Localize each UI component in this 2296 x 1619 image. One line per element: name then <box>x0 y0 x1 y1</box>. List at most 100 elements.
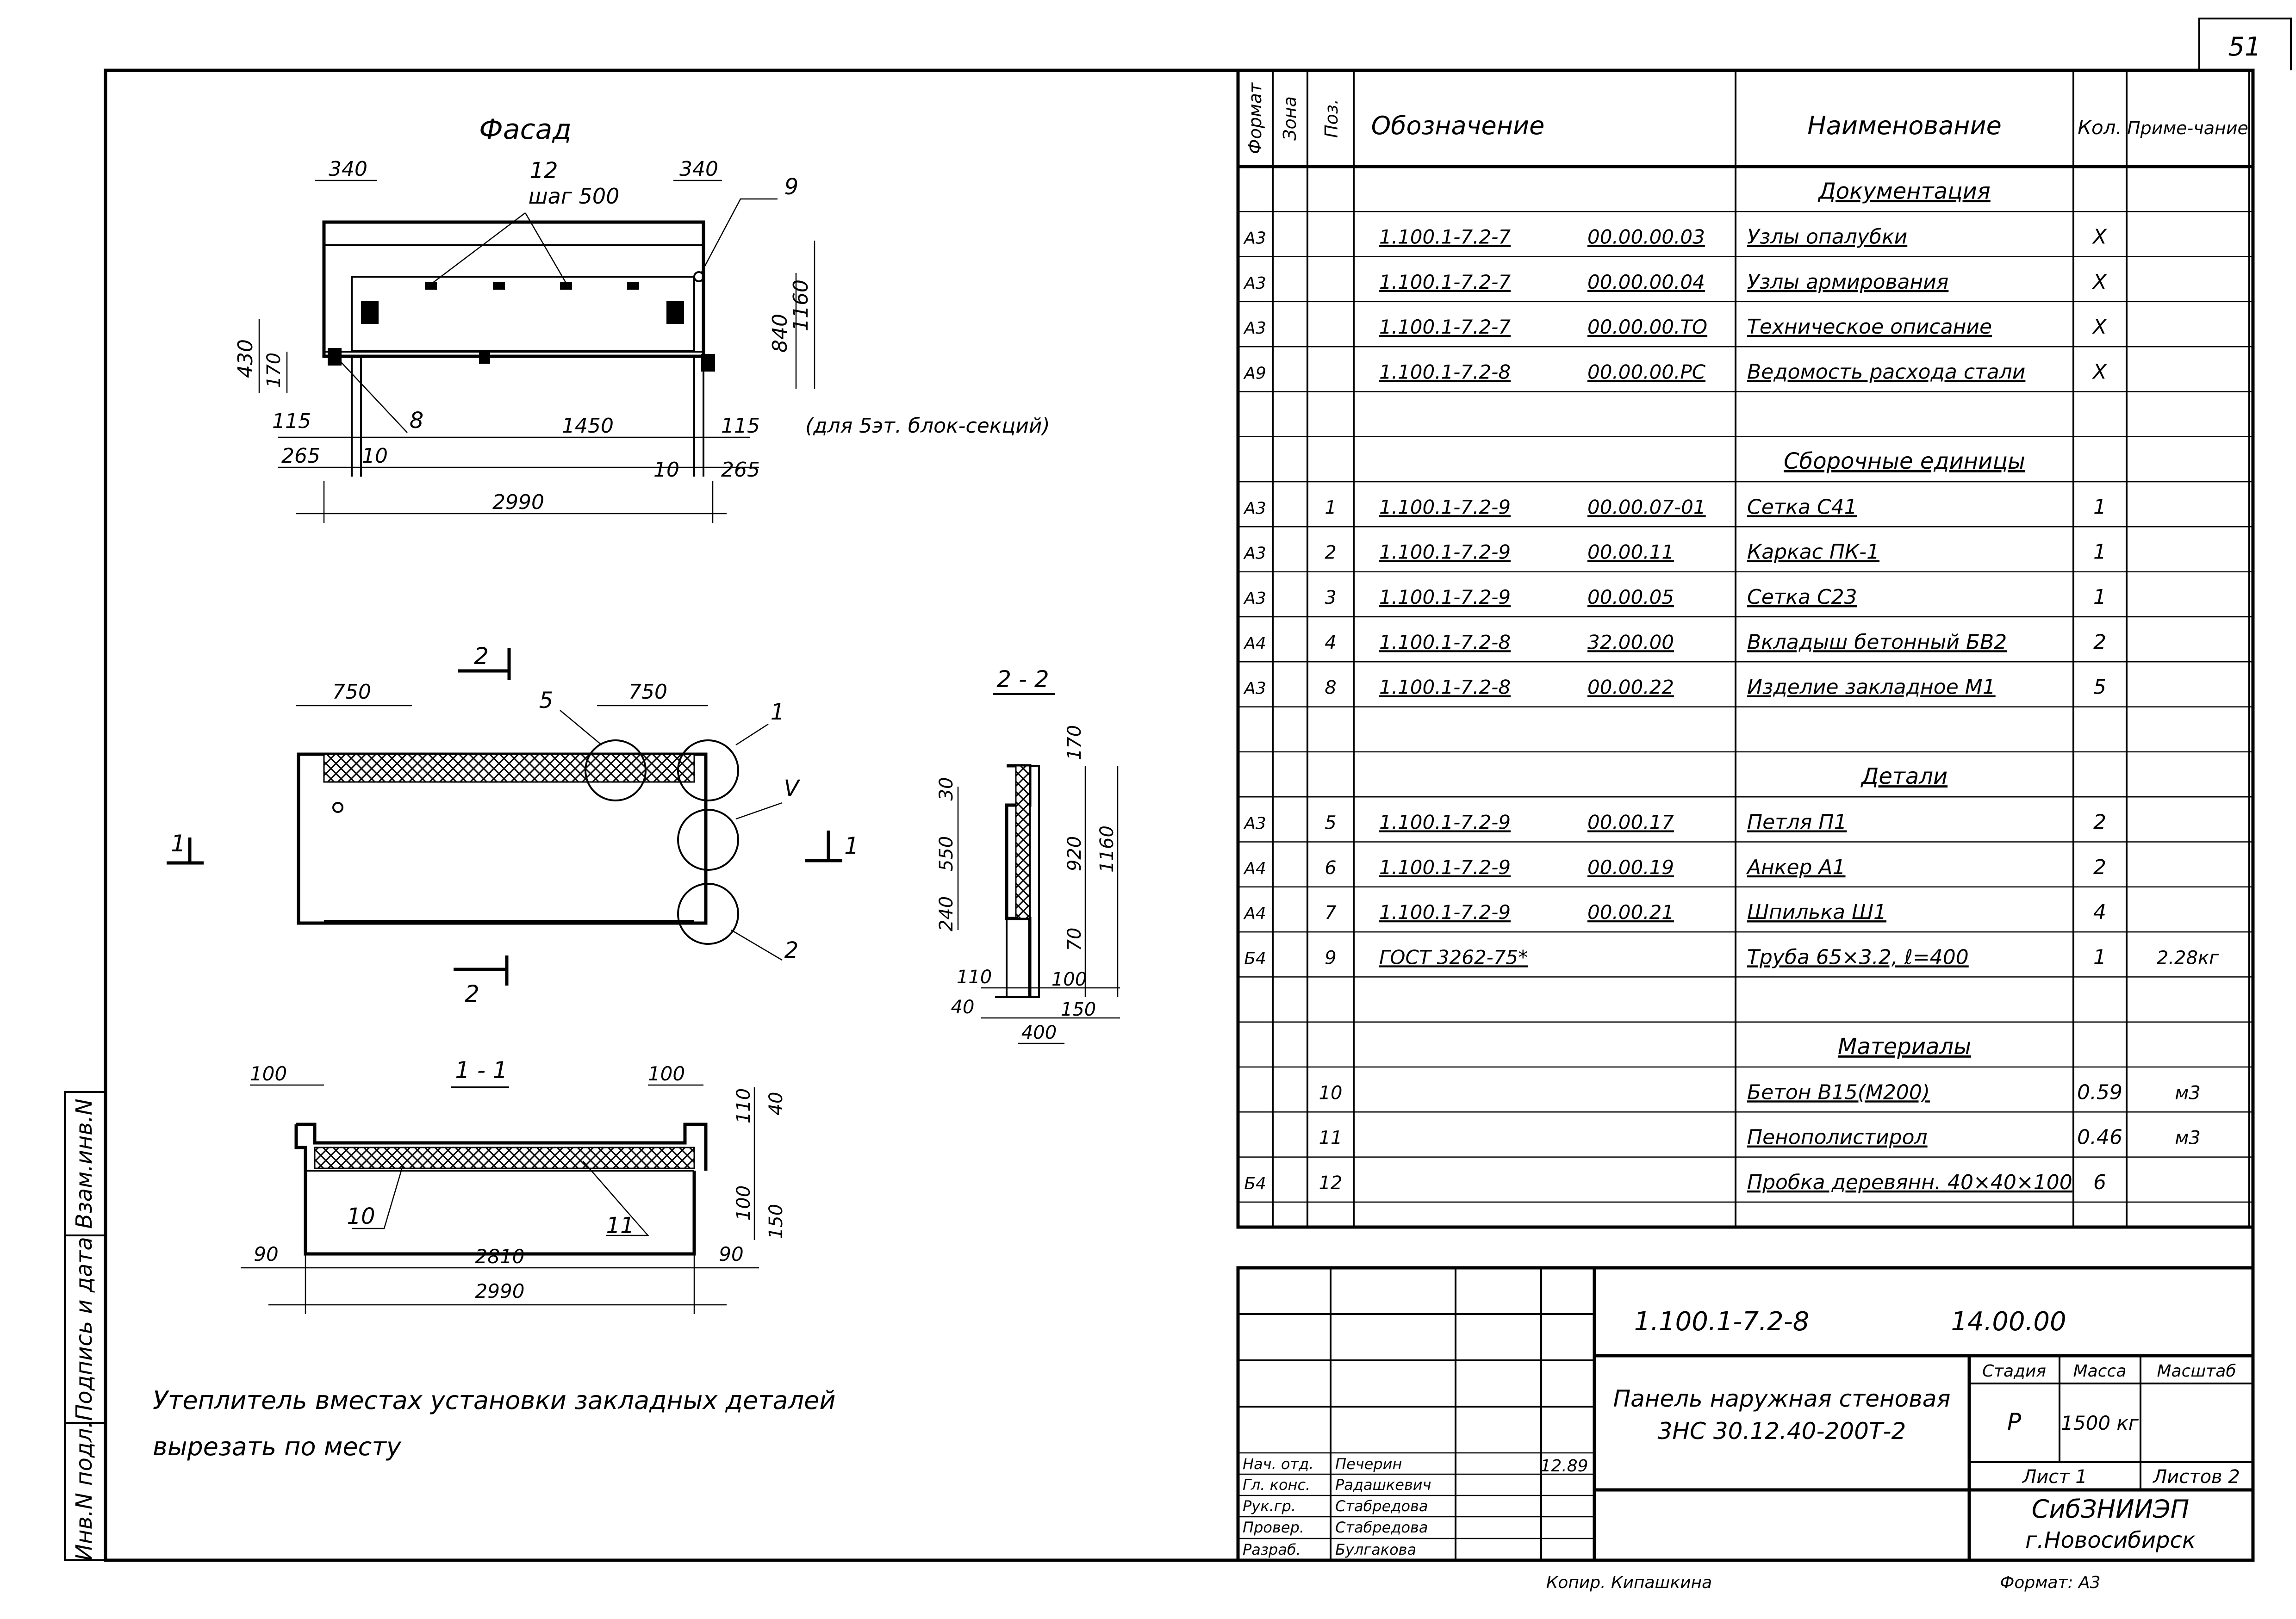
dim-40: 40 <box>951 997 975 1018</box>
leader-pos-2: 2 <box>784 937 799 963</box>
signer-name: Радашкевич <box>1335 1476 1431 1494</box>
spec-cell-qty: X <box>2092 315 2107 339</box>
dim-265-right: 265 <box>721 458 760 482</box>
spec-cell-format: А3 <box>1243 274 1266 293</box>
spec-cell-pos: 12 <box>1319 1172 1343 1194</box>
header-zone: Зона <box>1280 96 1300 141</box>
dim-1160-s22: 1160 <box>1096 825 1118 873</box>
dim-340-right: 340 <box>679 157 718 181</box>
org-line-1: СибЗНИИЭП <box>2032 1495 2189 1524</box>
spec-cell-name: Сетка С41 <box>1747 495 1857 519</box>
spec-cell-pos: 9 <box>1325 947 1336 968</box>
dim-10-left: 10 <box>362 444 388 468</box>
cut-2-top: 2 <box>474 643 489 670</box>
cut-2-bottom: 2 <box>465 980 479 1007</box>
spec-cell-code: 00.00.07-01 <box>1587 496 1706 518</box>
spec-cell-qty: 1 <box>2093 585 2106 609</box>
facade-view: Фасад 340 340 12 шаг 500 9 840 <box>234 113 1050 523</box>
plan-insulation <box>323 753 695 783</box>
signer-name: Стабредова <box>1335 1519 1428 1536</box>
dim-840: 840 <box>768 314 792 353</box>
spec-cell-format: А4 <box>1243 634 1266 653</box>
spec-cell-name: Пенополистирол <box>1747 1126 1928 1149</box>
spec-section-title: Материалы <box>1838 1034 1971 1060</box>
section-2-2: 2 - 2 30 550 240 170 920 1160 70 110 100… <box>936 666 1120 1044</box>
header-pos: Поз. <box>1321 99 1342 138</box>
mass-value: 1500 кг <box>2061 1412 2139 1434</box>
doc-suffix: 14.00.00 <box>1951 1307 2066 1337</box>
spec-cell-code: 00.00.21 <box>1587 901 1674 924</box>
callout-v: V <box>784 775 801 801</box>
product-line-2: 3НС 30.12.40-200Т-2 <box>1658 1418 1906 1445</box>
spec-cell-pos: 3 <box>1325 587 1336 608</box>
spec-cell-pos: 10 <box>1319 1082 1343 1104</box>
embedded-plate-icon <box>361 301 379 324</box>
spec-cell-designation: ГОСТ 3262-75* <box>1379 946 1528 968</box>
spec-cell-format: А3 <box>1243 589 1266 608</box>
leader-pos-9: 9 <box>784 174 799 200</box>
spec-section-title: Детали <box>1860 763 1948 789</box>
signer-role: Нач. отд. <box>1243 1455 1313 1473</box>
dim-1160: 1160 <box>789 279 813 331</box>
spec-cell-code: 00.00.00.РС <box>1587 361 1706 384</box>
spec-cell-designation: 1.100.1-7.2-8 <box>1379 361 1511 384</box>
date: 12.89 <box>1540 1457 1588 1476</box>
dim-1450: 1450 <box>562 414 614 438</box>
section-2-2-title: 2 - 2 <box>996 666 1049 693</box>
dim-110: 110 <box>957 967 992 988</box>
spec-cell-qty: 0.46 <box>2077 1126 2122 1149</box>
spec-cell-qty: 4 <box>2093 900 2106 924</box>
spec-cell-qty: 2 <box>2093 856 2106 879</box>
dim-550: 550 <box>936 836 957 871</box>
spec-cell-format: А3 <box>1243 499 1266 518</box>
spec-cell-qty: 2 <box>2093 630 2106 654</box>
spec-cell-designation: 1.100.1-7.2-9 <box>1379 586 1511 608</box>
leader-pos-11: 11 <box>606 1213 634 1239</box>
spec-cell-name: Анкер А1 <box>1746 856 1846 879</box>
dim-30: 30 <box>936 777 957 801</box>
facade-note: (для 5эт. блок-секций) <box>805 414 1050 438</box>
dim-2810: 2810 <box>475 1245 525 1268</box>
spec-cell-pos: 6 <box>1325 857 1336 879</box>
section-1-1-title: 1 - 1 <box>455 1057 507 1084</box>
section-2-2-insulation <box>1015 765 1031 919</box>
spec-cell-qty: 1 <box>2093 945 2106 969</box>
spec-cell-designation: 1.100.1-7.2-7 <box>1379 316 1511 338</box>
embedded-plate-icon <box>701 354 715 372</box>
stamp-replacement-inventory: Взам.инв.N <box>71 1098 97 1228</box>
spec-cell-note: м3 <box>2175 1082 2201 1104</box>
header-format: Формат <box>1245 82 1265 154</box>
spec-cell-name: Пробка деревянн. 40×40×100 <box>1747 1171 2072 1194</box>
spec-cell-designation: 1.100.1-7.2-9 <box>1379 811 1511 834</box>
header-designation: Обозначение <box>1371 111 1545 140</box>
spec-cell-name: Каркас ПК-1 <box>1747 540 1879 564</box>
product-line-1: Панель наружная стеновая <box>1613 1385 1951 1412</box>
sheet-label: Лист 1 <box>2022 1466 2087 1488</box>
note-line-1: Утеплитель вместах установки закладных д… <box>153 1386 835 1415</box>
dim-90-right: 90 <box>719 1243 743 1265</box>
dim-115-left: 115 <box>272 409 311 433</box>
spec-cell-pos: 7 <box>1325 902 1337 924</box>
spec-cell-qty: X <box>2092 225 2107 249</box>
signer-name: Булгакова <box>1335 1541 1416 1558</box>
dim-170: 170 <box>263 353 285 388</box>
signer-role: Гл. конс. <box>1243 1476 1310 1494</box>
spec-cell-format: А3 <box>1243 544 1266 563</box>
dim-70: 70 <box>1064 928 1085 951</box>
spec-cell-pos: 1 <box>1325 497 1336 518</box>
dim-90-left: 90 <box>254 1243 278 1265</box>
sheet-corner-number: 51 <box>2228 32 2261 62</box>
leader-pos-5: 5 <box>539 688 554 713</box>
dim-400: 400 <box>1021 1022 1057 1043</box>
dim-340-left: 340 <box>329 157 367 181</box>
sheet-format: Формат: А3 <box>2000 1573 2100 1592</box>
doc-number: 1.100.1-7.2-8 <box>1634 1307 1810 1337</box>
dim-100: 100 <box>1052 969 1087 990</box>
copied-by: Копир. Кипашкина <box>1546 1573 1712 1592</box>
section-1-1: 1 - 1 100 100 110 40 100 150 10 11 90 28… <box>241 1057 787 1314</box>
spec-cell-qty: X <box>2092 270 2107 294</box>
spec-cell-qty: 6 <box>2093 1171 2106 1194</box>
embedded-plate-icon <box>666 301 684 324</box>
header-qty: Кол. <box>2078 116 2122 139</box>
